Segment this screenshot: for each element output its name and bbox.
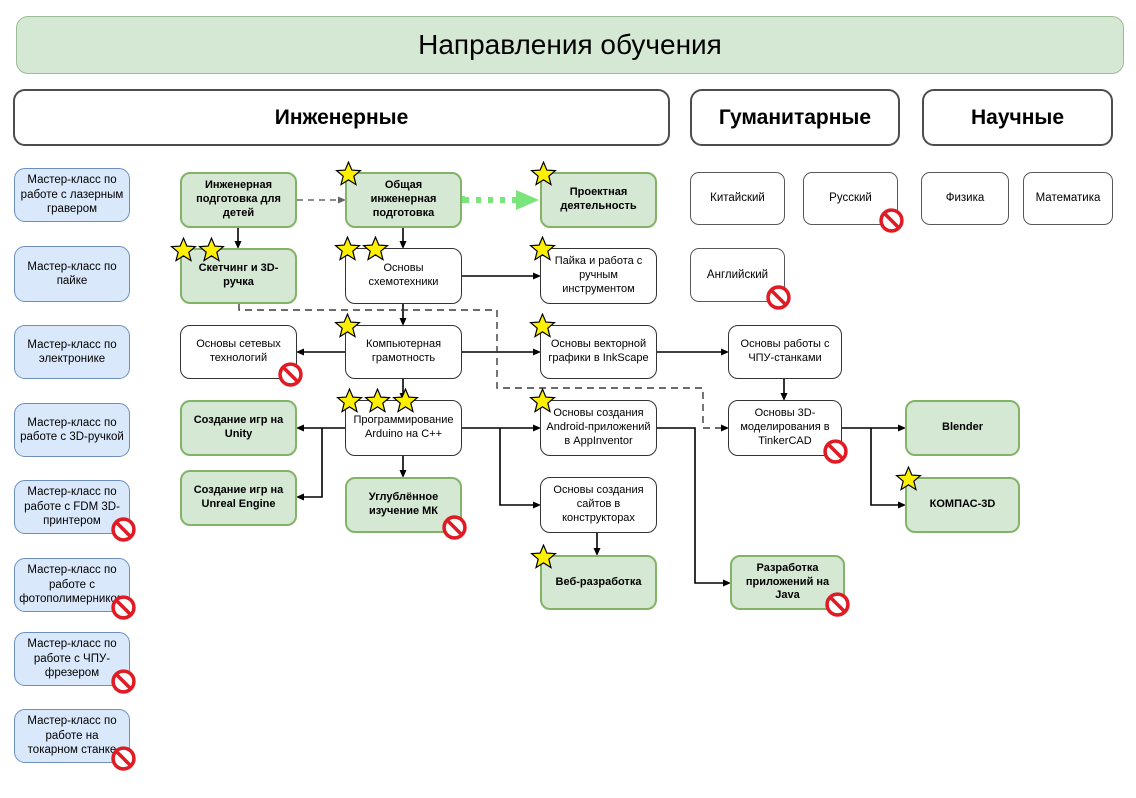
node-java-apps[interactable]: Разработка приложений на Java [730,555,850,617]
node-project-activity[interactable]: Проектная деятельность [530,161,657,228]
arrow-arduino-sites [499,428,541,509]
green-dotted-arrow-commoneng-project [458,190,539,210]
node-label: Мастер-класс по работе с 3D-ручкой [20,416,124,443]
node-advanced-mcu[interactable]: Углублённое изучение МК [345,477,467,540]
node-label: Основы работы с ЧПУ-станками [740,338,830,364]
node-computer-literacy[interactable]: Компьютерная грамотность [334,313,462,379]
node-label: Мастер-класс по работе на токарном станк… [27,715,117,757]
node-label: Мастер-класс по работе с фотополимернико… [19,564,125,606]
node-label: Мастер-класс по пайке [27,260,117,287]
node-masterclass-lathe[interactable]: Мастер-класс по работе на токарном станк… [14,709,136,771]
node-label: Мастер-класс по работе с FDM 3D-принтеро… [24,486,120,528]
node-label: Мастер-класс по работе с ЧПУ-фрезером [27,638,117,680]
node-android-appinventor[interactable]: Основы создания Android-приложений в App… [529,388,657,456]
node-label: Английский [706,268,769,281]
section-header-humanities: Гуманитарные [690,89,900,146]
node-english[interactable]: Английский [690,248,791,310]
node-blender[interactable]: Blender [905,400,1020,456]
node-label: Проектная деятельность [560,186,637,212]
node-tinkercad-3d[interactable]: Основы 3D-моделирования в TinkerCAD [728,400,848,464]
node-label: Компьютерная грамотность [365,338,442,364]
node-label: Основы сетевых технологий [196,338,281,364]
node-label: Мастер-класс по работе с лазерным гравер… [20,174,124,216]
node-label: Китайский [710,192,765,205]
node-label: Мастер-класс по электронике [27,338,117,365]
node-chinese[interactable]: Китайский [690,172,785,225]
node-label: Общая инженерная подготовка [370,179,437,219]
node-label: Создание игр на Unity [193,414,284,440]
node-label: Скетчинг и 3D-ручка [198,262,279,288]
node-masterclass-electronics[interactable]: Мастер-класс по электронике [14,325,130,379]
node-network-basics[interactable]: Основы сетевых технологий [180,325,303,387]
node-masterclass-soldering[interactable]: Мастер-класс по пайке [14,246,130,302]
node-masterclass-fdm[interactable]: Мастер-класс по работе с FDM 3D-принтеро… [14,480,136,542]
node-label: Пайка и работа с ручным инструментом [554,255,643,295]
node-math[interactable]: Математика [1023,172,1113,225]
node-soldering-handtools[interactable]: Пайка и работа с ручным инструментом [529,236,657,304]
node-label: Создание игр на Unreal Engine [193,484,284,510]
node-russian[interactable]: Русский [803,172,904,233]
node-masterclass-cnc-mill[interactable]: Мастер-класс по работе с ЧПУ-фрезером [14,632,136,694]
section-label: Инженерные [274,105,409,129]
node-label: Основы 3D-моделирования в TinkerCAD [740,407,830,447]
page-title: Направления обучения [418,29,722,60]
node-unreal-games[interactable]: Создание игр на Unreal Engine [180,470,297,526]
node-label: Веб-разработка [555,575,642,588]
node-label: Основы создания сайтов в конструкторах [553,484,644,524]
section-header-engineering: Инженерные [13,89,670,146]
node-label: Основы создания Android-приложений в App… [546,407,651,447]
node-general-engineering[interactable]: Общая инженерная подготовка [335,161,462,228]
page-title-banner: Направления обучения [16,16,1124,74]
node-masterclass-photopolymer[interactable]: Мастер-класс по работе с фотополимернико… [14,558,136,620]
dashed-arrow-sketch-tinkercad [238,304,729,432]
node-label: Углублённое изучение МК [368,491,439,517]
node-label: Основы схемотехники [368,262,439,288]
arrow-tinkercad-kompas [870,428,906,509]
node-label: Инженерная подготовка для детей [196,179,281,219]
arrow-android-java [657,427,731,587]
node-engineering-for-kids[interactable]: Инженерная подготовка для детей [180,172,297,228]
section-header-science: Научные [922,89,1113,146]
node-label: Основы векторной графики в InkScape [548,338,649,364]
node-circuit-basics[interactable]: Основы схемотехники [334,236,462,304]
node-masterclass-3dpen[interactable]: Мастер-класс по работе с 3D-ручкой [14,403,130,457]
node-sketching-3dpen[interactable]: Скетчинг и 3D-ручка [170,237,297,304]
node-arduino-cpp[interactable]: Программирование Arduino на C++ [336,388,462,456]
node-label: Blender [942,421,983,434]
node-web-development[interactable]: Веб-разработка [530,544,657,610]
node-masterclass-laser[interactable]: Мастер-класс по работе с лазерным гравер… [14,168,130,222]
section-label: Научные [970,105,1064,129]
node-kompas-3d[interactable]: КОМПАС-3D [895,466,1020,533]
node-physics[interactable]: Физика [921,172,1009,225]
node-unity-games[interactable]: Создание игр на Unity [180,400,297,456]
node-label: Разработка приложений на Java [745,561,830,602]
node-label: Программирование Arduino на C++ [353,414,454,440]
node-site-builders[interactable]: Основы создания сайтов в конструкторах [540,477,657,533]
node-vector-graphics-inkscape[interactable]: Основы векторной графики в InkScape [529,313,657,379]
node-label: Физика [945,192,985,205]
arrow-arduino-unreal [296,428,323,501]
node-cnc-machines[interactable]: Основы работы с ЧПУ-станками [728,325,842,379]
node-label: Математика [1035,192,1101,205]
node-label: Русский [829,192,872,205]
node-label: КОМПАС-3D [929,498,996,511]
section-label: Гуманитарные [718,105,872,129]
